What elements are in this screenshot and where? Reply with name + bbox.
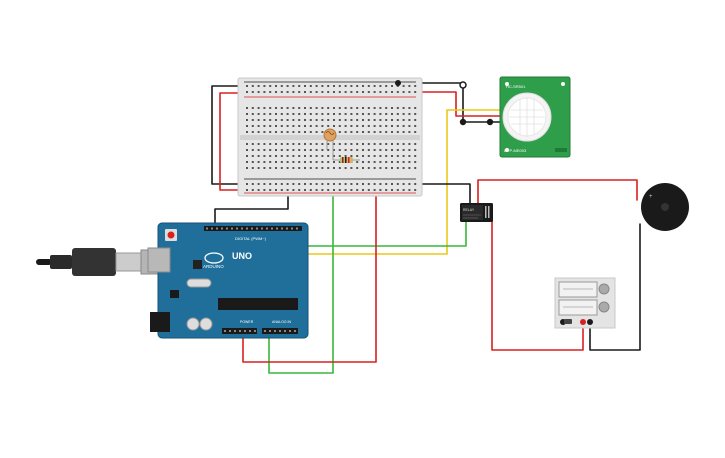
wire-black-rail-left[interactable] <box>211 85 247 185</box>
buzzer-plus-sign: + <box>649 194 653 200</box>
breadboard-holes <box>246 85 417 191</box>
arduino-uno[interactable]: DIGITAL (PWM~) UNO ARDUINO POWER ANALOG … <box>147 222 309 339</box>
piezo-buzzer[interactable]: + <box>641 183 689 231</box>
wire-red-pir-vcc[interactable] <box>411 91 501 117</box>
wire-black-buzzer-supply[interactable] <box>589 223 641 351</box>
atmega-chip <box>218 298 298 310</box>
photoresistor[interactable] <box>323 128 337 160</box>
resistor[interactable] <box>333 157 360 163</box>
breadboard-terminals <box>395 80 494 126</box>
arduino-logo-icon <box>204 252 224 264</box>
power-supply[interactable] <box>554 277 616 329</box>
relay-module[interactable]: RELAY <box>460 203 493 222</box>
relay-label: RELAY <box>463 208 475 212</box>
wires <box>211 82 641 374</box>
arduino-model: UNO <box>232 251 252 261</box>
digital-header-label: DIGITAL (PWM~) <box>235 236 267 241</box>
usb-cable <box>36 248 162 276</box>
pir-label-bottom: DYP-ME003 <box>504 148 527 153</box>
wire-red-5v[interactable] <box>242 189 377 363</box>
wire-black-pir-gnd[interactable] <box>397 82 501 123</box>
wire-red-relay-supply[interactable] <box>491 219 584 351</box>
arduino-logo-text: ARDUINO <box>203 264 224 269</box>
analog-header-label: ANALOG IN <box>272 320 292 324</box>
wire-green-analog[interactable] <box>268 159 334 374</box>
pir-sensor[interactable]: HC-SR501 DYP-ME003 <box>499 76 571 158</box>
pir-label-top: HC-SR501 <box>506 84 526 89</box>
wire-red-relay-buzzer[interactable] <box>477 179 638 205</box>
header-pins <box>206 227 298 332</box>
power-header-label: POWER <box>240 320 254 324</box>
wire-red-rail-left[interactable] <box>219 92 247 191</box>
wire-black-relay-gnd[interactable] <box>409 183 471 205</box>
